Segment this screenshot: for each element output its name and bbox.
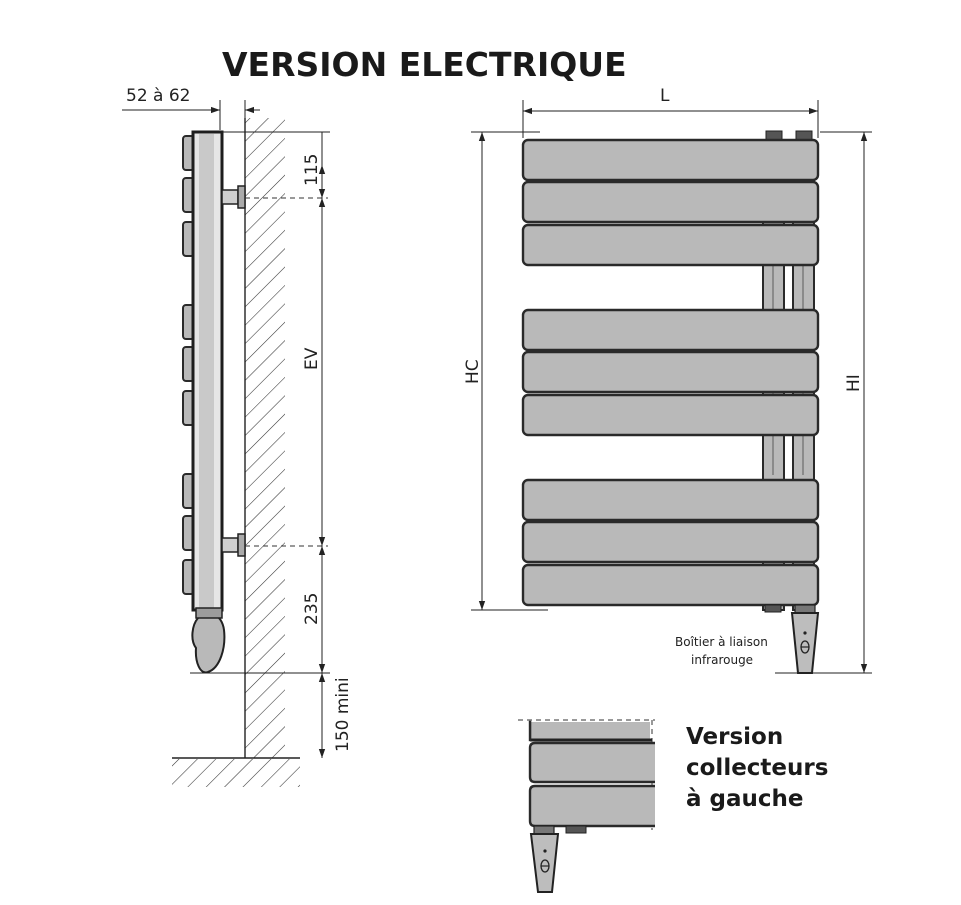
variant-label-line3: à gauche <box>686 786 804 812</box>
variant-view: Version collecteurs à gauche <box>518 719 828 893</box>
callout-line2: infrarouge <box>691 653 753 667</box>
side-collector-highlight <box>199 134 214 608</box>
bar-7 <box>521 478 820 522</box>
wall-bracket-top <box>221 185 246 209</box>
floor-clearance-label: 150 mini <box>333 677 353 752</box>
bar-8 <box>521 520 820 564</box>
depth-label: 52 à 62 <box>126 86 191 106</box>
top-offset-label: 115 <box>302 154 322 186</box>
side-view: 52 à 62 <box>122 86 353 787</box>
front-view: L HC HI Boîtier à liaison infrarouge <box>463 86 872 674</box>
variant-bar-2 <box>528 784 655 828</box>
variant-label-line1: Version <box>686 724 783 750</box>
width-label: L <box>660 86 670 106</box>
side-heating-element <box>191 612 226 674</box>
front-bars <box>521 138 820 607</box>
variant-infrared-box <box>529 825 560 893</box>
top-fitting-right <box>795 130 813 141</box>
bar-3 <box>521 223 820 267</box>
infrared-control-box <box>790 604 820 674</box>
bar-4 <box>521 308 820 352</box>
side-heater-cap <box>195 607 223 619</box>
bottom-fitting <box>764 604 782 613</box>
bar-9 <box>521 563 820 607</box>
bar-1 <box>521 138 820 182</box>
total-height-label: HI <box>844 374 864 392</box>
floor-hatch <box>172 759 300 787</box>
bar-6 <box>521 393 820 437</box>
bar-2 <box>521 180 820 224</box>
bottom-offset-label: 235 <box>302 593 322 625</box>
center-height-label: HC <box>463 359 483 384</box>
wall-hatch <box>245 118 285 758</box>
page-title: VERSION ELECTRIQUE <box>222 45 627 84</box>
variant-bar-1 <box>528 741 655 784</box>
variant-label-line2: collecteurs <box>686 755 828 781</box>
center-distance-label: EV <box>302 347 322 370</box>
bar-5 <box>521 350 820 394</box>
top-fitting-left <box>765 130 783 141</box>
wall-bracket-bottom <box>221 533 246 557</box>
callout-line1: Boîtier à liaison <box>675 635 768 649</box>
